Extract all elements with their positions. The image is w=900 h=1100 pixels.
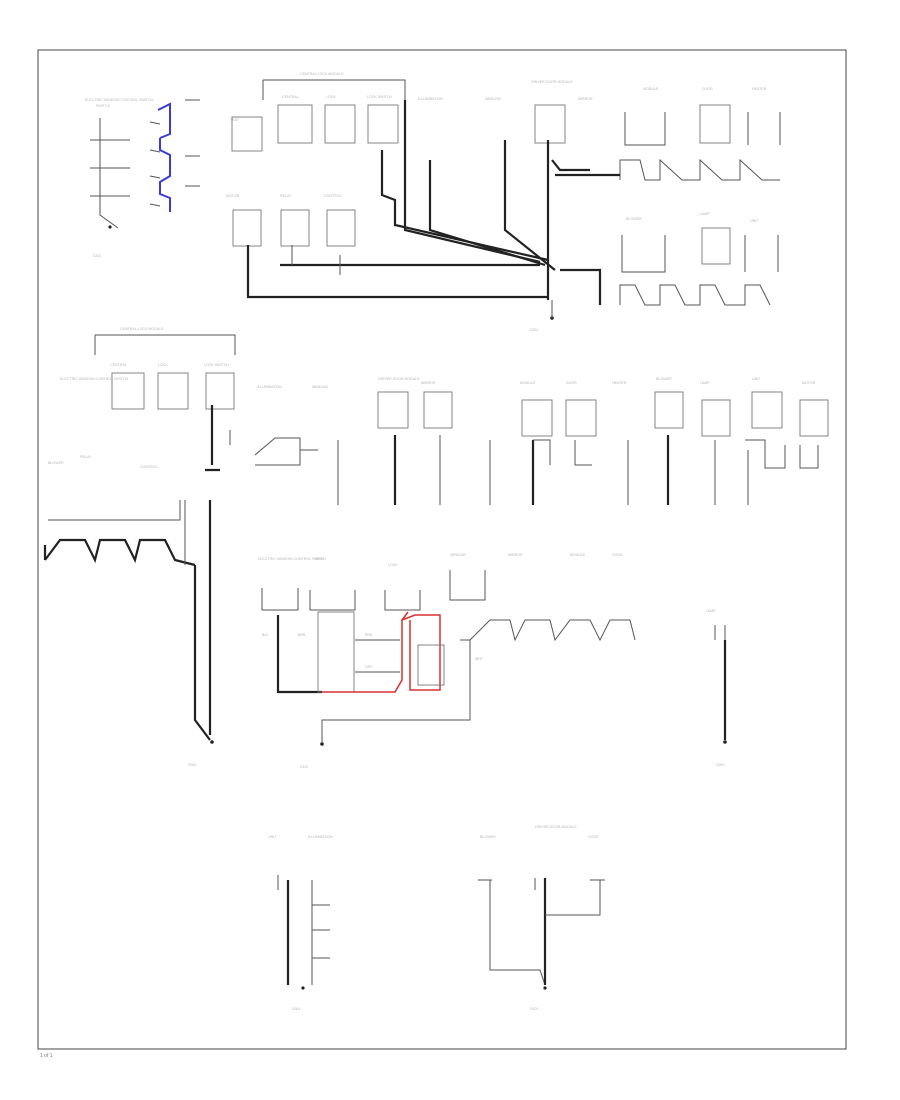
right-lamp-circuit: LAMP G201 [706,609,727,767]
lower-middle-circuit: ELECTRIC WINDOW CONTROL SWITCH SEAT LOCK… [258,553,636,769]
component-label: LAMP [700,212,710,216]
ground-label: G101 [300,765,308,769]
second-row-modules: MOTOR RELAY CONTROL BLOWER LAMP UNIT [226,194,779,306]
bottom-right-circuit: BLOWER DRIVER DOOR MODULE DOOR G101 [478,825,605,1011]
component-label: SEAT [315,557,325,561]
component-label: LOCK [388,563,398,567]
component-label: LOCK SWITCH [204,363,229,367]
component-label: RELAY [280,194,292,198]
component-label: LOCK SWITCH [367,95,392,99]
component-label: SEAT [230,118,240,122]
component-label: WINDOW [312,385,328,389]
component-label: MODULE [570,553,586,557]
pin-label: BRN [298,633,306,637]
bottom-left-circuit: UNIT ILLUMINATION G301 [268,835,333,1011]
component-label: CONTROL [324,194,342,198]
component-label: DRIVER DOOR MODULE [531,80,573,84]
page-frame [37,49,847,1050]
component-label: DOOR [612,553,623,557]
component-label: ELECTRIC WINDOW CONTROL SWITCH [60,377,129,381]
component-label: LAMP [706,609,716,613]
component-label: HEATER [752,87,767,91]
top-row-modules: CENTRAL LOCK MODULE SEAT CENTRAL LOCK LO… [230,72,781,181]
component-label: CENTRAL [110,363,127,367]
component-label: MOTOR [226,194,240,198]
ignition-switch-circuit: ELECTRIC WINDOW CONTROL SWITCH SWITCH G1… [85,98,200,258]
component-label: DRIVER DOOR MODULE [535,825,577,829]
component-label: HEATER [612,381,627,385]
component-label: BLOWER [656,377,672,381]
component-label: CENTRAL [282,95,299,99]
component-label: MIRROR [508,553,523,557]
component-label: ILLUMINATION [418,97,443,101]
ground-label: G101 [530,1007,538,1011]
middle-left-harness: BLOWER RELAY CONTROL G301 [43,405,220,767]
component-label: CONTROL [140,465,158,469]
component-label: ILLUMINATION [308,835,333,839]
component-label: RELAY [80,455,92,459]
component-label: LAMP [700,381,710,385]
component-label: DRIVER DOOR MODULE [378,377,420,381]
ground-label: G101 [93,254,101,258]
component-label: DOOR [588,835,599,839]
component-label: WINDOW [485,97,501,101]
pin-label: RED [365,633,373,637]
component-label: MIRROR [578,97,593,101]
component-label: CENTRAL LOCK MODULE [300,72,344,76]
component-label: ELECTRIC WINDOW CONTROL SWITCH [85,98,154,102]
component-label: CENTRAL LOCK MODULE [120,327,164,331]
ground-label: G201 [716,763,724,767]
component-label: UNIT [752,377,761,381]
component-label: LOCK [326,95,336,99]
ground-label: G301 [188,763,196,767]
component-label: LOCK [158,363,168,367]
component-label: MODULE [643,87,659,91]
ground-label: G201 [530,328,538,332]
component-label: MODULE [520,381,536,385]
component-label: ELECTRIC WINDOW CONTROL SWITCH [258,557,327,561]
component-label: UNIT [268,835,277,839]
component-label: ILLUMINATION [257,385,282,389]
component-label: DOOR [702,87,713,91]
component-label: BLOWER [626,217,642,221]
component-label: DOOR [566,381,577,385]
component-label: BLOWER [48,461,64,465]
component-label: SWITCH [96,104,111,108]
component-label: WINDOW [450,553,466,557]
component-label: MOTOR [802,381,816,385]
pin-label: BLK [262,633,269,637]
pin-label: WHT [475,657,483,661]
middle-row-modules: CENTRAL LOCK MODULE ELECTRIC WINDOW CONT… [60,327,829,505]
component-label: MIRROR [421,381,436,385]
ground-label: G301 [292,1007,300,1011]
component-label: UNIT [750,219,759,223]
component-label: BLOWER [480,835,496,839]
top-harness: G201 [246,100,620,332]
page-number: 1 of 1 [40,1053,53,1059]
pin-label: GRY [365,665,373,669]
